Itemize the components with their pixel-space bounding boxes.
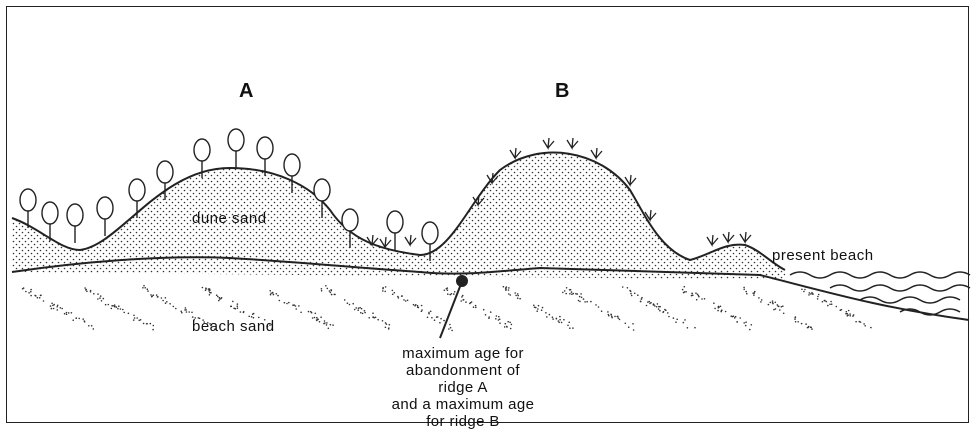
- beach-sand-label: beach sand: [192, 318, 275, 335]
- annotation-line: and a maximum age: [388, 396, 538, 413]
- grass-tuft-icon: [380, 237, 391, 247]
- tree-icon: [97, 197, 113, 236]
- grass-tuft-icon: [707, 235, 718, 245]
- dune-sand-label: dune sand: [192, 210, 267, 227]
- beach-sand-stipple: [22, 285, 872, 331]
- annotation-line: for ridge B: [388, 413, 538, 430]
- annotation-line: abandonment of ridge A: [388, 362, 538, 396]
- grass-tuft-icon: [567, 138, 578, 148]
- sample-dot-icon: [456, 275, 468, 287]
- grass-tuft-icon: [723, 232, 734, 242]
- grass-tuft-icon: [740, 232, 751, 242]
- tree-icon: [67, 204, 83, 243]
- water-wave-icon: [790, 272, 970, 315]
- grass-tuft-icon: [591, 148, 602, 158]
- grass-tuft-icon: [405, 235, 416, 245]
- annotation-line: maximum age for: [388, 345, 538, 362]
- grass-tuft-icon: [625, 175, 636, 185]
- grass-tuft-icon: [510, 148, 521, 158]
- grass-tuft-icon: [543, 138, 554, 148]
- present-beach-label: present beach: [772, 247, 874, 264]
- annotation-note: maximum age for abandonment of ridge A a…: [388, 345, 538, 430]
- ridge-a-label: A: [239, 80, 254, 103]
- tree-icon: [387, 211, 403, 250]
- annotation-pointer-line: [440, 284, 461, 338]
- tree-icon: [228, 129, 244, 168]
- ridge-b-label: B: [555, 80, 570, 103]
